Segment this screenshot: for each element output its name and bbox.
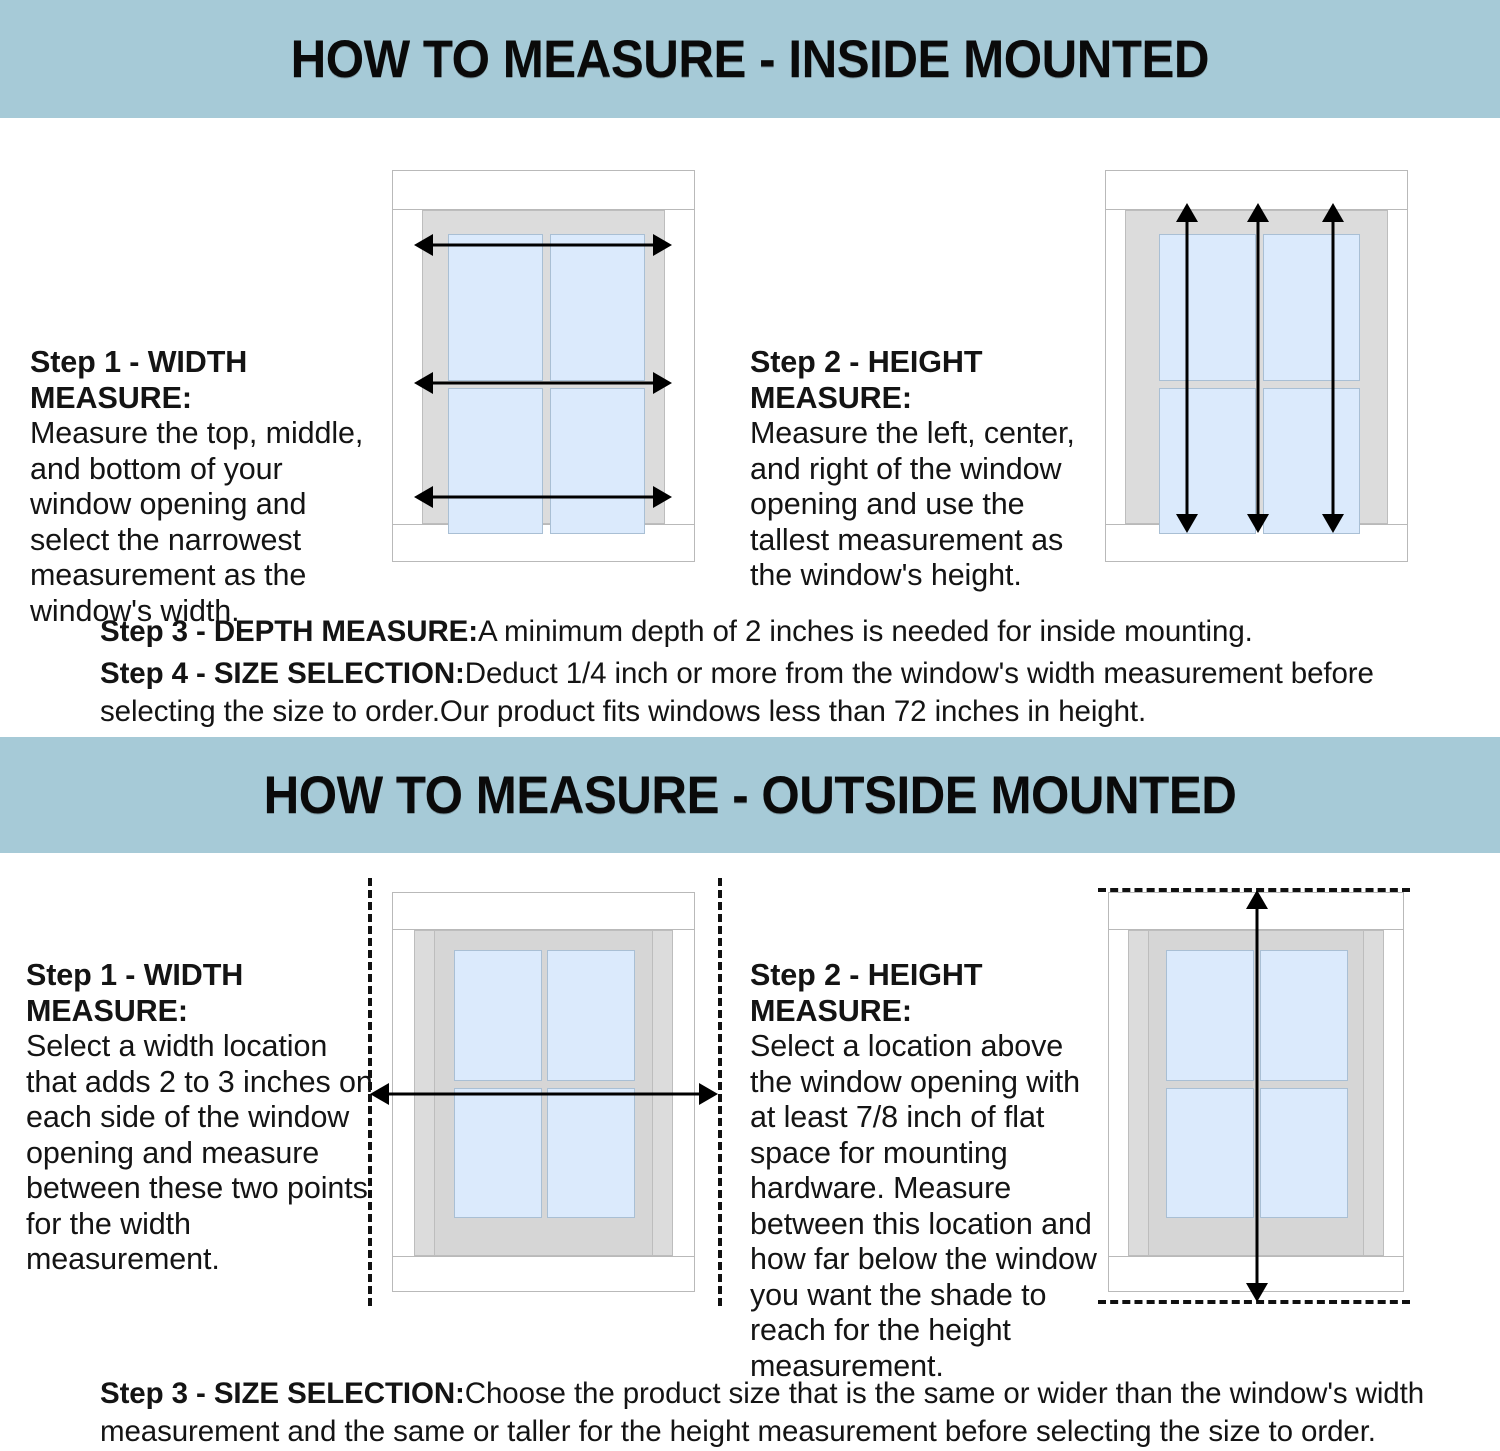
outside-width-window-diagram xyxy=(392,892,695,1292)
outside-step1-heading: Step 1 - WIDTH MEASURE: xyxy=(26,958,244,1028)
inside-step1-text: Step 1 - WIDTH MEASURE: Measure the top,… xyxy=(30,345,390,629)
inside-step3-text: Step 3 - DEPTH MEASURE:A minimum depth o… xyxy=(100,613,1410,651)
arrow-head-right xyxy=(653,234,672,256)
arrow-shaft xyxy=(423,381,663,385)
window-pane xyxy=(454,950,542,1081)
window-sill xyxy=(392,524,695,562)
inside-step4-body: Deduct 1/4 inch or more from the window'… xyxy=(100,657,1374,728)
arrow-shaft xyxy=(379,1092,709,1096)
window-pane xyxy=(1263,234,1360,381)
arrow-shaft xyxy=(1185,212,1189,524)
outside-mounted-banner: HOW TO MEASURE - OUTSIDE MOUNTED xyxy=(0,737,1500,853)
window-pane xyxy=(448,234,543,381)
outside-height-guide-bottom xyxy=(1098,1300,1410,1304)
arrow-shaft xyxy=(1255,899,1259,1293)
window-pane xyxy=(1166,1088,1254,1218)
inside-mounted-title: HOW TO MEASURE - INSIDE MOUNTED xyxy=(290,29,1210,89)
window-pane xyxy=(547,1088,635,1218)
window-pane xyxy=(1260,950,1348,1081)
arrow-head-bottom xyxy=(1176,514,1198,533)
outside-step2-text: Step 2 - HEIGHT MEASURE: Select a locati… xyxy=(750,958,1100,1384)
arrow-head-right xyxy=(699,1083,718,1105)
arrow-shaft xyxy=(423,243,663,247)
outside-step3-text: Step 3 - SIZE SELECTION:Choose the produ… xyxy=(100,1375,1430,1451)
arrow-head-bottom xyxy=(1322,514,1344,533)
outside-step1-text: Step 1 - WIDTH MEASURE: Select a width l… xyxy=(26,958,376,1278)
outside-step2-body: Select a location above the window openi… xyxy=(750,1029,1097,1383)
inside-step3-body: A minimum depth of 2 inches is needed fo… xyxy=(477,615,1253,648)
window-pane xyxy=(1159,388,1256,534)
outside-step3-heading: Step 3 - SIZE SELECTION: xyxy=(100,1377,465,1410)
window-head-casing xyxy=(392,892,695,930)
window-pane xyxy=(1166,950,1254,1081)
arrow-shaft xyxy=(1256,212,1260,524)
arrow-head-right xyxy=(653,372,672,394)
inside-step4-heading: Step 4 - SIZE SELECTION: xyxy=(100,657,465,690)
window-pane xyxy=(550,388,645,534)
inside-mounted-banner: HOW TO MEASURE - INSIDE MOUNTED xyxy=(0,0,1500,118)
window-pane xyxy=(550,234,645,381)
arrow-head-bottom xyxy=(1247,514,1269,533)
inside-step1-body: Measure the top, middle, and bottom of y… xyxy=(30,416,364,628)
inside-step1-heading: Step 1 - WIDTH MEASURE: xyxy=(30,345,248,415)
window-pane xyxy=(547,950,635,1081)
outside-width-guide-right xyxy=(718,878,722,1306)
inside-step2-text: Step 2 - HEIGHT MEASURE: Measure the lef… xyxy=(750,345,1105,594)
inside-height-window-diagram xyxy=(1105,170,1408,562)
inside-width-window-diagram xyxy=(392,170,695,562)
arrow-head-bottom xyxy=(1246,1283,1268,1302)
outside-step2-heading: Step 2 - HEIGHT MEASURE: xyxy=(750,958,983,1028)
window-sill xyxy=(392,1256,695,1292)
arrow-shaft xyxy=(1331,212,1335,524)
window-pane xyxy=(454,1088,542,1218)
window-pane xyxy=(448,388,543,534)
inside-step3-heading: Step 3 - DEPTH MEASURE: xyxy=(100,615,478,648)
inside-step2-body: Measure the left, center, and right of t… xyxy=(750,416,1075,592)
outside-step1-body: Select a width location that adds 2 to 3… xyxy=(26,1029,373,1276)
window-pane xyxy=(1263,388,1360,534)
outside-step3-body: Choose the product size that is the same… xyxy=(100,1377,1424,1448)
window-pane xyxy=(1260,1088,1348,1218)
inside-step2-heading: Step 2 - HEIGHT MEASURE: xyxy=(750,345,983,415)
window-pane xyxy=(1159,234,1256,381)
window-head-casing xyxy=(392,170,695,210)
arrow-shaft xyxy=(423,495,663,499)
outside-mounted-title: HOW TO MEASURE - OUTSIDE MOUNTED xyxy=(263,765,1237,825)
inside-step4-text: Step 4 - SIZE SELECTION:Deduct 1/4 inch … xyxy=(100,655,1420,731)
arrow-head-right xyxy=(653,486,672,508)
